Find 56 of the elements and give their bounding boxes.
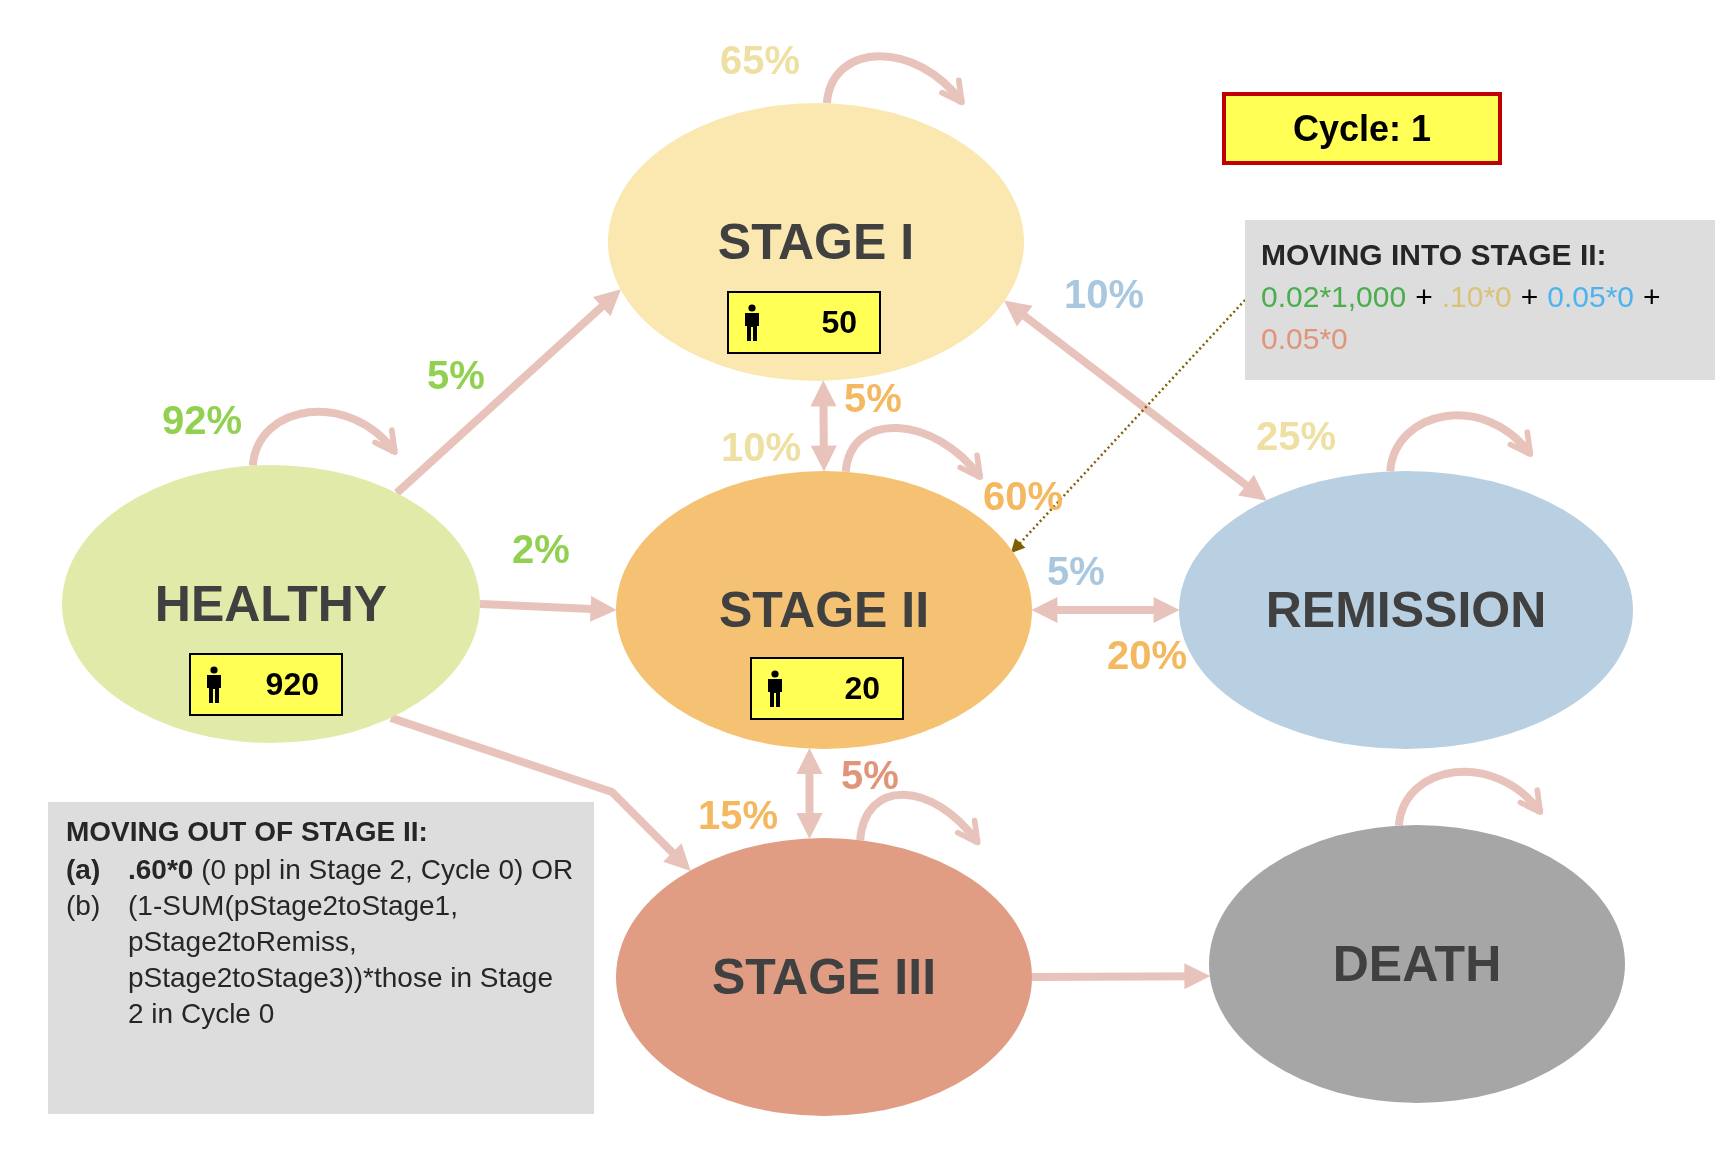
count-box bbox=[727, 291, 881, 354]
list-marker: (b) bbox=[66, 889, 102, 923]
formula-term: + bbox=[1520, 279, 1539, 315]
state-label: STAGE III bbox=[711, 948, 937, 1007]
transition-arrow bbox=[810, 380, 837, 472]
count-box bbox=[750, 657, 904, 720]
state-label: REMISSION bbox=[1265, 581, 1547, 640]
transition-arrow bbox=[1004, 300, 1267, 501]
formula-term: 0.05*0 bbox=[1261, 321, 1348, 357]
state-label: DEATH bbox=[1332, 935, 1502, 994]
self-loop-arrow bbox=[822, 52, 965, 106]
formula-term: + bbox=[1643, 279, 1661, 315]
formula-term: 0.02*1,000 bbox=[1261, 279, 1407, 315]
edge-label: 25% bbox=[1255, 414, 1337, 458]
state-label: STAGE II bbox=[718, 581, 930, 640]
self-loop-arrow bbox=[856, 790, 981, 846]
transition-arrow bbox=[479, 595, 617, 622]
edge-label: 60% bbox=[982, 474, 1064, 518]
formula-term: 0.05*0 bbox=[1547, 279, 1635, 315]
edge-label: 10% bbox=[1063, 272, 1145, 316]
leader-arrow bbox=[1010, 299, 1246, 554]
count-value: 20 bbox=[844, 670, 880, 707]
formula-term: .10*0 bbox=[1441, 279, 1512, 315]
list-item: (1-SUM(pStage2toStage1, pStage2toRemiss, pStage2toStage3))*those in Stage 2 in Cycle 0 bbox=[128, 889, 554, 1031]
self-loop-arrow bbox=[1394, 768, 1544, 827]
probability-label: 20% bbox=[1106, 633, 1188, 677]
transition-arrow bbox=[389, 714, 691, 871]
self-loop-arrow bbox=[248, 408, 398, 467]
count-value: 920 bbox=[265, 666, 319, 703]
edge-label: 15% bbox=[697, 793, 779, 837]
note-heading: MOVING INTO STAGE II: bbox=[1261, 237, 1608, 273]
edge-label: 5% bbox=[1047, 549, 1105, 593]
state-label: STAGE I bbox=[717, 213, 915, 272]
edge-label: 2% bbox=[512, 527, 570, 571]
note-panel bbox=[48, 802, 594, 1114]
list-item: .60*0 (0 ppl in Stage 2, Cycle 0) OR bbox=[128, 853, 575, 887]
transition-arrow bbox=[394, 289, 621, 496]
self-loop-arrow bbox=[1386, 411, 1534, 473]
state-label: HEALTHY bbox=[154, 575, 388, 634]
count-box bbox=[189, 653, 343, 716]
edge-label: 65% bbox=[719, 38, 801, 82]
formula-term: + bbox=[1415, 279, 1433, 315]
transition-arrow bbox=[1031, 597, 1180, 623]
probability-label: 5% bbox=[841, 753, 899, 797]
cycle-counter: Cycle: 1 bbox=[1222, 92, 1502, 165]
edge-label: 92% bbox=[161, 398, 243, 442]
note-panel bbox=[1245, 220, 1715, 380]
transition-arrow bbox=[796, 748, 823, 839]
list-marker: (a) bbox=[66, 853, 102, 887]
probability-label: 5% bbox=[844, 376, 902, 420]
count-value: 50 bbox=[821, 304, 857, 341]
edge-label: 10% bbox=[720, 425, 802, 469]
transition-arrow bbox=[1032, 963, 1211, 990]
self-loop-arrow bbox=[841, 424, 984, 481]
note-heading: MOVING OUT OF STAGE II: bbox=[66, 815, 429, 849]
edge-label: 5% bbox=[427, 353, 485, 397]
